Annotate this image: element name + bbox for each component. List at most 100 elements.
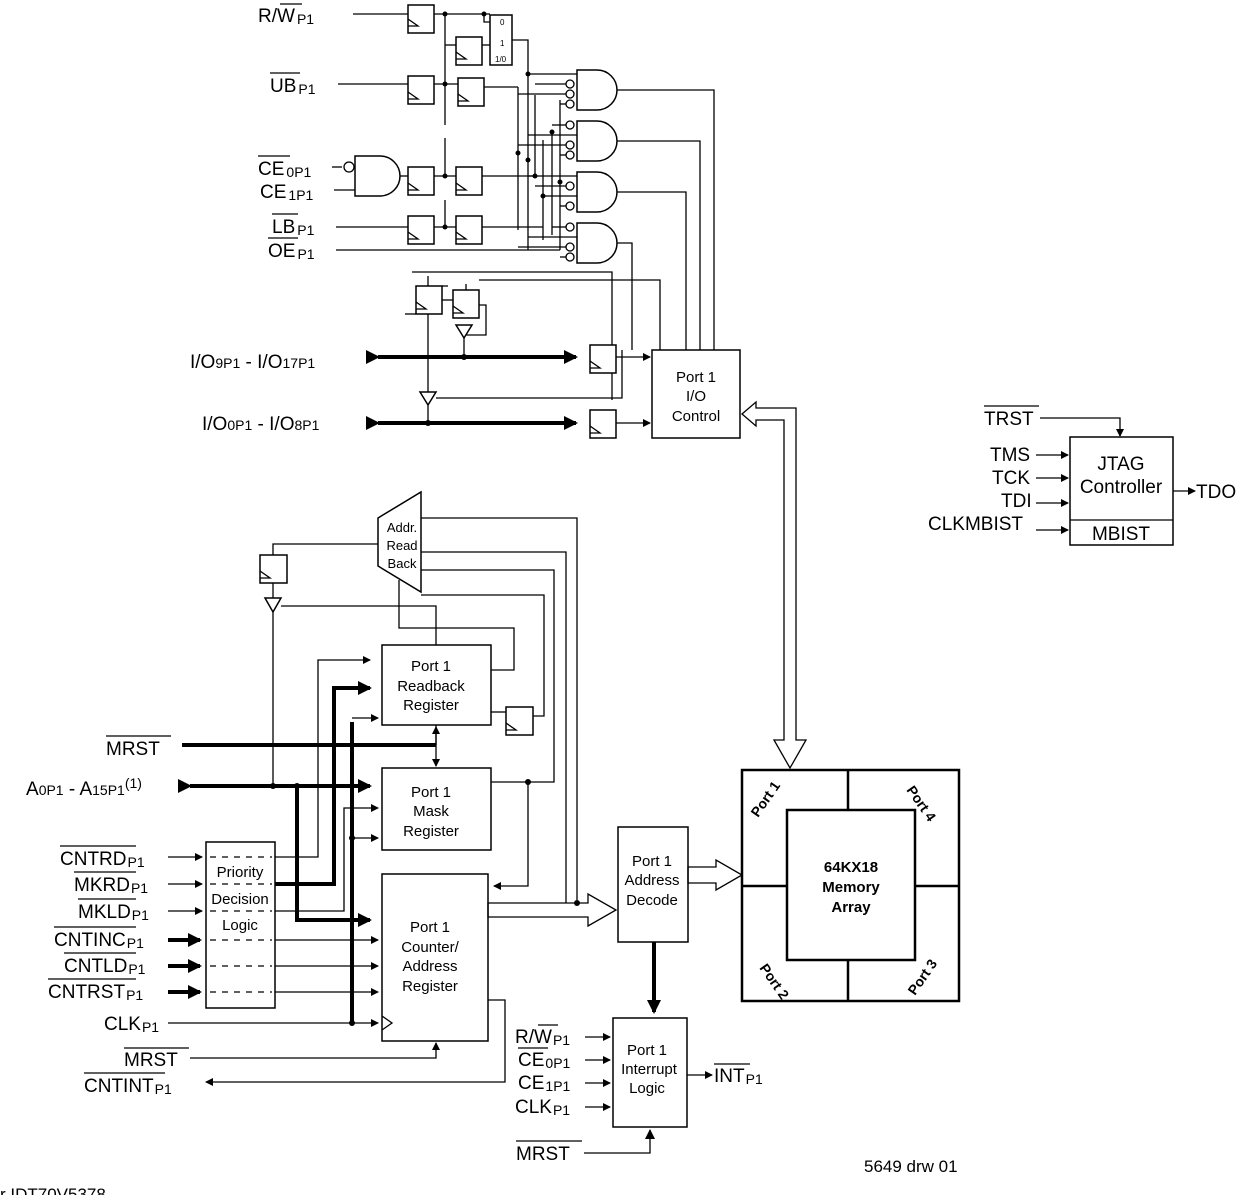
decode-label-3: Decode <box>626 892 678 909</box>
addr-readback-mux <box>377 490 422 594</box>
io-lo-buffer <box>418 391 438 407</box>
priority-label-3: Logic <box>222 917 258 934</box>
counter-label-4: Register <box>402 978 458 995</box>
mrst-mid-label: MRST <box>124 1050 178 1071</box>
tck-label: TCK <box>992 468 1030 489</box>
interrupt-label-1: Port 1 <box>627 1042 667 1059</box>
io-memory-bus <box>741 400 808 770</box>
addr-label: A0P1 - A15P1(1) <box>26 775 142 800</box>
ub-register-2 <box>457 77 485 107</box>
io-control-label-2: I/O <box>686 388 706 405</box>
and-gate-2 <box>576 120 618 162</box>
io-hi-register <box>589 344 617 374</box>
addr-readback-label-1: Addr. <box>387 520 417 535</box>
jtag-label-2: Controller <box>1080 477 1163 498</box>
io-hi-label: I/O9P1 - I/O17P1 <box>190 352 315 373</box>
addr-readback-register <box>259 554 288 584</box>
addr-readback-label-2: Read <box>386 538 417 553</box>
rw-register <box>407 4 435 34</box>
readback-label-2: Readback <box>397 678 465 695</box>
io-hi-buffer <box>454 324 474 340</box>
readback-register-block <box>381 644 492 726</box>
interrupt-label-3: Logic <box>629 1080 665 1097</box>
int-clk-label: CLKP1 <box>515 1097 570 1118</box>
mkld-label: MKLDP1 <box>78 902 149 923</box>
address-decode-block <box>617 826 689 943</box>
cntint-label: CNTINTP1 <box>84 1076 172 1097</box>
lb-register-2 <box>455 215 483 245</box>
counter-label-3: Address <box>402 958 457 975</box>
readback-out-register <box>505 706 534 736</box>
counter-label-1: Port 1 <box>410 919 450 936</box>
decode-label-1: Port 1 <box>632 853 672 870</box>
rw-register-2 <box>455 36 483 66</box>
mask-label-1: Port 1 <box>411 784 451 801</box>
mask-label-2: Mask <box>413 803 449 820</box>
readback-label-1: Port 1 <box>411 658 451 675</box>
and-gate-4 <box>576 222 618 264</box>
and-gate-3 <box>576 171 618 213</box>
int-rw-label: R/WP1 <box>515 1027 570 1048</box>
and-gate-1 <box>576 69 618 111</box>
ce-register <box>407 166 435 196</box>
mrst-bot-label: MRST <box>516 1144 570 1165</box>
jtag-block <box>1069 436 1174 546</box>
int-out-label: INTP1 <box>714 1066 763 1087</box>
cut-caption: r IDT70V5378 <box>0 1185 106 1195</box>
readback-label-3: Register <box>403 697 459 714</box>
addr-readback-label-3: Back <box>388 556 417 571</box>
ce-register-2 <box>455 166 483 196</box>
interrupt-label-2: Interrupt <box>621 1061 678 1078</box>
clk-label: CLKP1 <box>104 1014 159 1035</box>
mux-label-2: 1/0 <box>495 55 507 64</box>
cntld-label: CNTLDP1 <box>64 956 146 977</box>
cntrst-label: CNTRSTP1 <box>48 982 143 1003</box>
oe-register-2 <box>452 289 480 319</box>
io-lo-label: I/O0P1 - I/O8P1 <box>202 414 320 435</box>
cntrd-label: CNTRDP1 <box>60 849 145 870</box>
mux-label-1: 1 <box>500 39 505 48</box>
mask-register-block <box>381 767 492 851</box>
tms-label: TMS <box>990 445 1030 466</box>
ub-register <box>407 75 435 105</box>
mrst-top-label: MRST <box>106 739 160 760</box>
counter-decode-bus <box>487 892 618 928</box>
mask-label-3: Register <box>403 823 459 840</box>
trst-label: TRST <box>984 409 1034 430</box>
counter-label-2: Counter/ <box>401 939 459 956</box>
ce-and-gate <box>354 155 401 197</box>
priority-label-2: Decision <box>211 891 269 908</box>
oe-register <box>415 285 443 315</box>
priority-label-1: Priority <box>217 864 264 881</box>
memory-label-2: Memory <box>822 879 880 896</box>
tdo-label: TDO <box>1196 482 1236 503</box>
mbist-label: MBIST <box>1092 524 1150 545</box>
decode-memory-bus <box>687 858 744 892</box>
cntinc-label: CNTINCP1 <box>54 930 144 951</box>
priority-decision-block <box>205 841 276 1009</box>
memory-label-1: 64KX18 <box>824 859 878 876</box>
int-ce1-label: CE1P1 <box>518 1073 571 1094</box>
addr-out-buffer <box>263 597 283 614</box>
io-control-label-3: Control <box>672 408 720 425</box>
io-control-label-1: Port 1 <box>676 369 716 386</box>
memory-label-3: Array <box>831 899 871 916</box>
interrupt-logic-block <box>612 1017 688 1128</box>
clkmbist-label: CLKMBIST <box>928 514 1023 535</box>
int-ce0-label: CE0P1 <box>518 1050 571 1071</box>
lb-register <box>407 215 435 245</box>
tdi-label: TDI <box>1001 491 1032 512</box>
io-control-block <box>651 349 741 439</box>
io-lo-register <box>589 409 617 439</box>
counter-register-block <box>381 873 489 1042</box>
mkrd-label: MKRDP1 <box>74 875 148 896</box>
drawing-id: 5649 drw 01 <box>864 1157 958 1176</box>
mux-label-0: 0 <box>500 18 505 27</box>
